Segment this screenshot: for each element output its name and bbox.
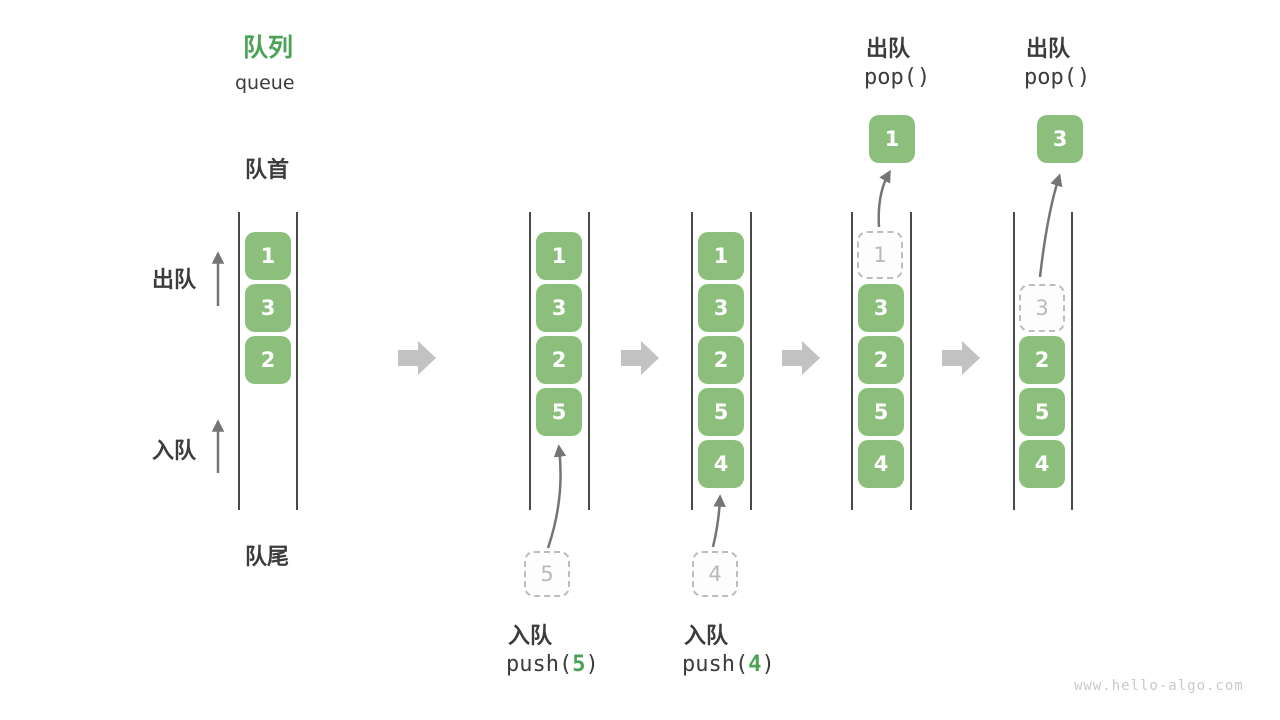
queue-box: 3 xyxy=(245,284,291,332)
queue-box: 2 xyxy=(858,336,904,384)
transition-arrow-icon xyxy=(782,341,820,375)
queue-front-label: 队首 xyxy=(245,158,290,183)
code-close: ) xyxy=(761,652,775,677)
queue-box: 5 xyxy=(1019,388,1065,436)
incoming-ghost-box: 5 xyxy=(524,551,570,597)
pop-code-label: pop() xyxy=(1024,65,1091,90)
queue-wall-left xyxy=(1013,212,1015,510)
queue-box: 5 xyxy=(536,388,582,436)
queue-wall-right xyxy=(750,212,752,510)
dequeue-op-label: 出队 xyxy=(866,37,911,62)
queue-box: 5 xyxy=(698,388,744,436)
diagram-title-zh: 队列 xyxy=(243,33,294,62)
queue-box: 4 xyxy=(698,440,744,488)
queue-wall-right xyxy=(910,212,912,510)
code-fn: push( xyxy=(682,652,749,677)
popped-box: 3 xyxy=(1037,115,1083,163)
queue-box: 4 xyxy=(1019,440,1065,488)
removed-ghost-box: 1 xyxy=(857,231,903,279)
watermark: www.hello-algo.com xyxy=(1074,678,1244,694)
queue-box: 2 xyxy=(536,336,582,384)
dequeue-op-label: 出队 xyxy=(1026,37,1071,62)
push-5-arrow-icon xyxy=(546,444,567,549)
push-code-label: push(4) xyxy=(682,652,775,677)
queue-box: 2 xyxy=(1019,336,1065,384)
queue-box: 4 xyxy=(858,440,904,488)
queue-box: 3 xyxy=(698,284,744,332)
queue-wall-left xyxy=(529,212,531,510)
queue-wall-right xyxy=(296,212,298,510)
queue-wall-left xyxy=(691,212,693,510)
code-close: ) xyxy=(585,652,599,677)
pop-3-arrow-icon xyxy=(1038,173,1063,278)
enqueue-op-label: 入队 xyxy=(508,624,553,649)
queue-box: 1 xyxy=(245,232,291,280)
incoming-ghost-box: 4 xyxy=(692,551,738,597)
push-code-label: push(5) xyxy=(506,652,599,677)
queue-box: 1 xyxy=(536,232,582,280)
queue-box: 3 xyxy=(858,284,904,332)
code-arg: 4 xyxy=(748,652,762,677)
dequeue-side-label: 出队 xyxy=(152,268,197,293)
transition-arrow-icon xyxy=(621,341,659,375)
queue-box: 2 xyxy=(245,336,291,384)
code-arg: 5 xyxy=(572,652,586,677)
queue-box: 3 xyxy=(536,284,582,332)
queue-wall-left xyxy=(851,212,853,510)
queue-wall-left xyxy=(238,212,240,510)
pop-1-arrow-icon xyxy=(877,169,891,228)
removed-ghost-box: 3 xyxy=(1019,284,1065,332)
push-4-arrow-icon xyxy=(711,494,726,548)
transition-arrow-icon xyxy=(398,341,436,375)
queue-rear-label: 队尾 xyxy=(245,545,290,570)
enqueue-op-label: 入队 xyxy=(684,624,729,649)
pop-code-label: pop() xyxy=(864,65,931,90)
queue-box: 2 xyxy=(698,336,744,384)
queue-box: 1 xyxy=(698,232,744,280)
queue-wall-right xyxy=(1071,212,1073,510)
queue-wall-right xyxy=(588,212,590,510)
popped-box: 1 xyxy=(869,115,915,163)
queue-box: 5 xyxy=(858,388,904,436)
transition-arrow-icon xyxy=(942,341,980,375)
enqueue-side-label: 入队 xyxy=(152,439,197,464)
code-fn: push( xyxy=(506,652,573,677)
diagram-title-en: queue xyxy=(235,72,295,94)
